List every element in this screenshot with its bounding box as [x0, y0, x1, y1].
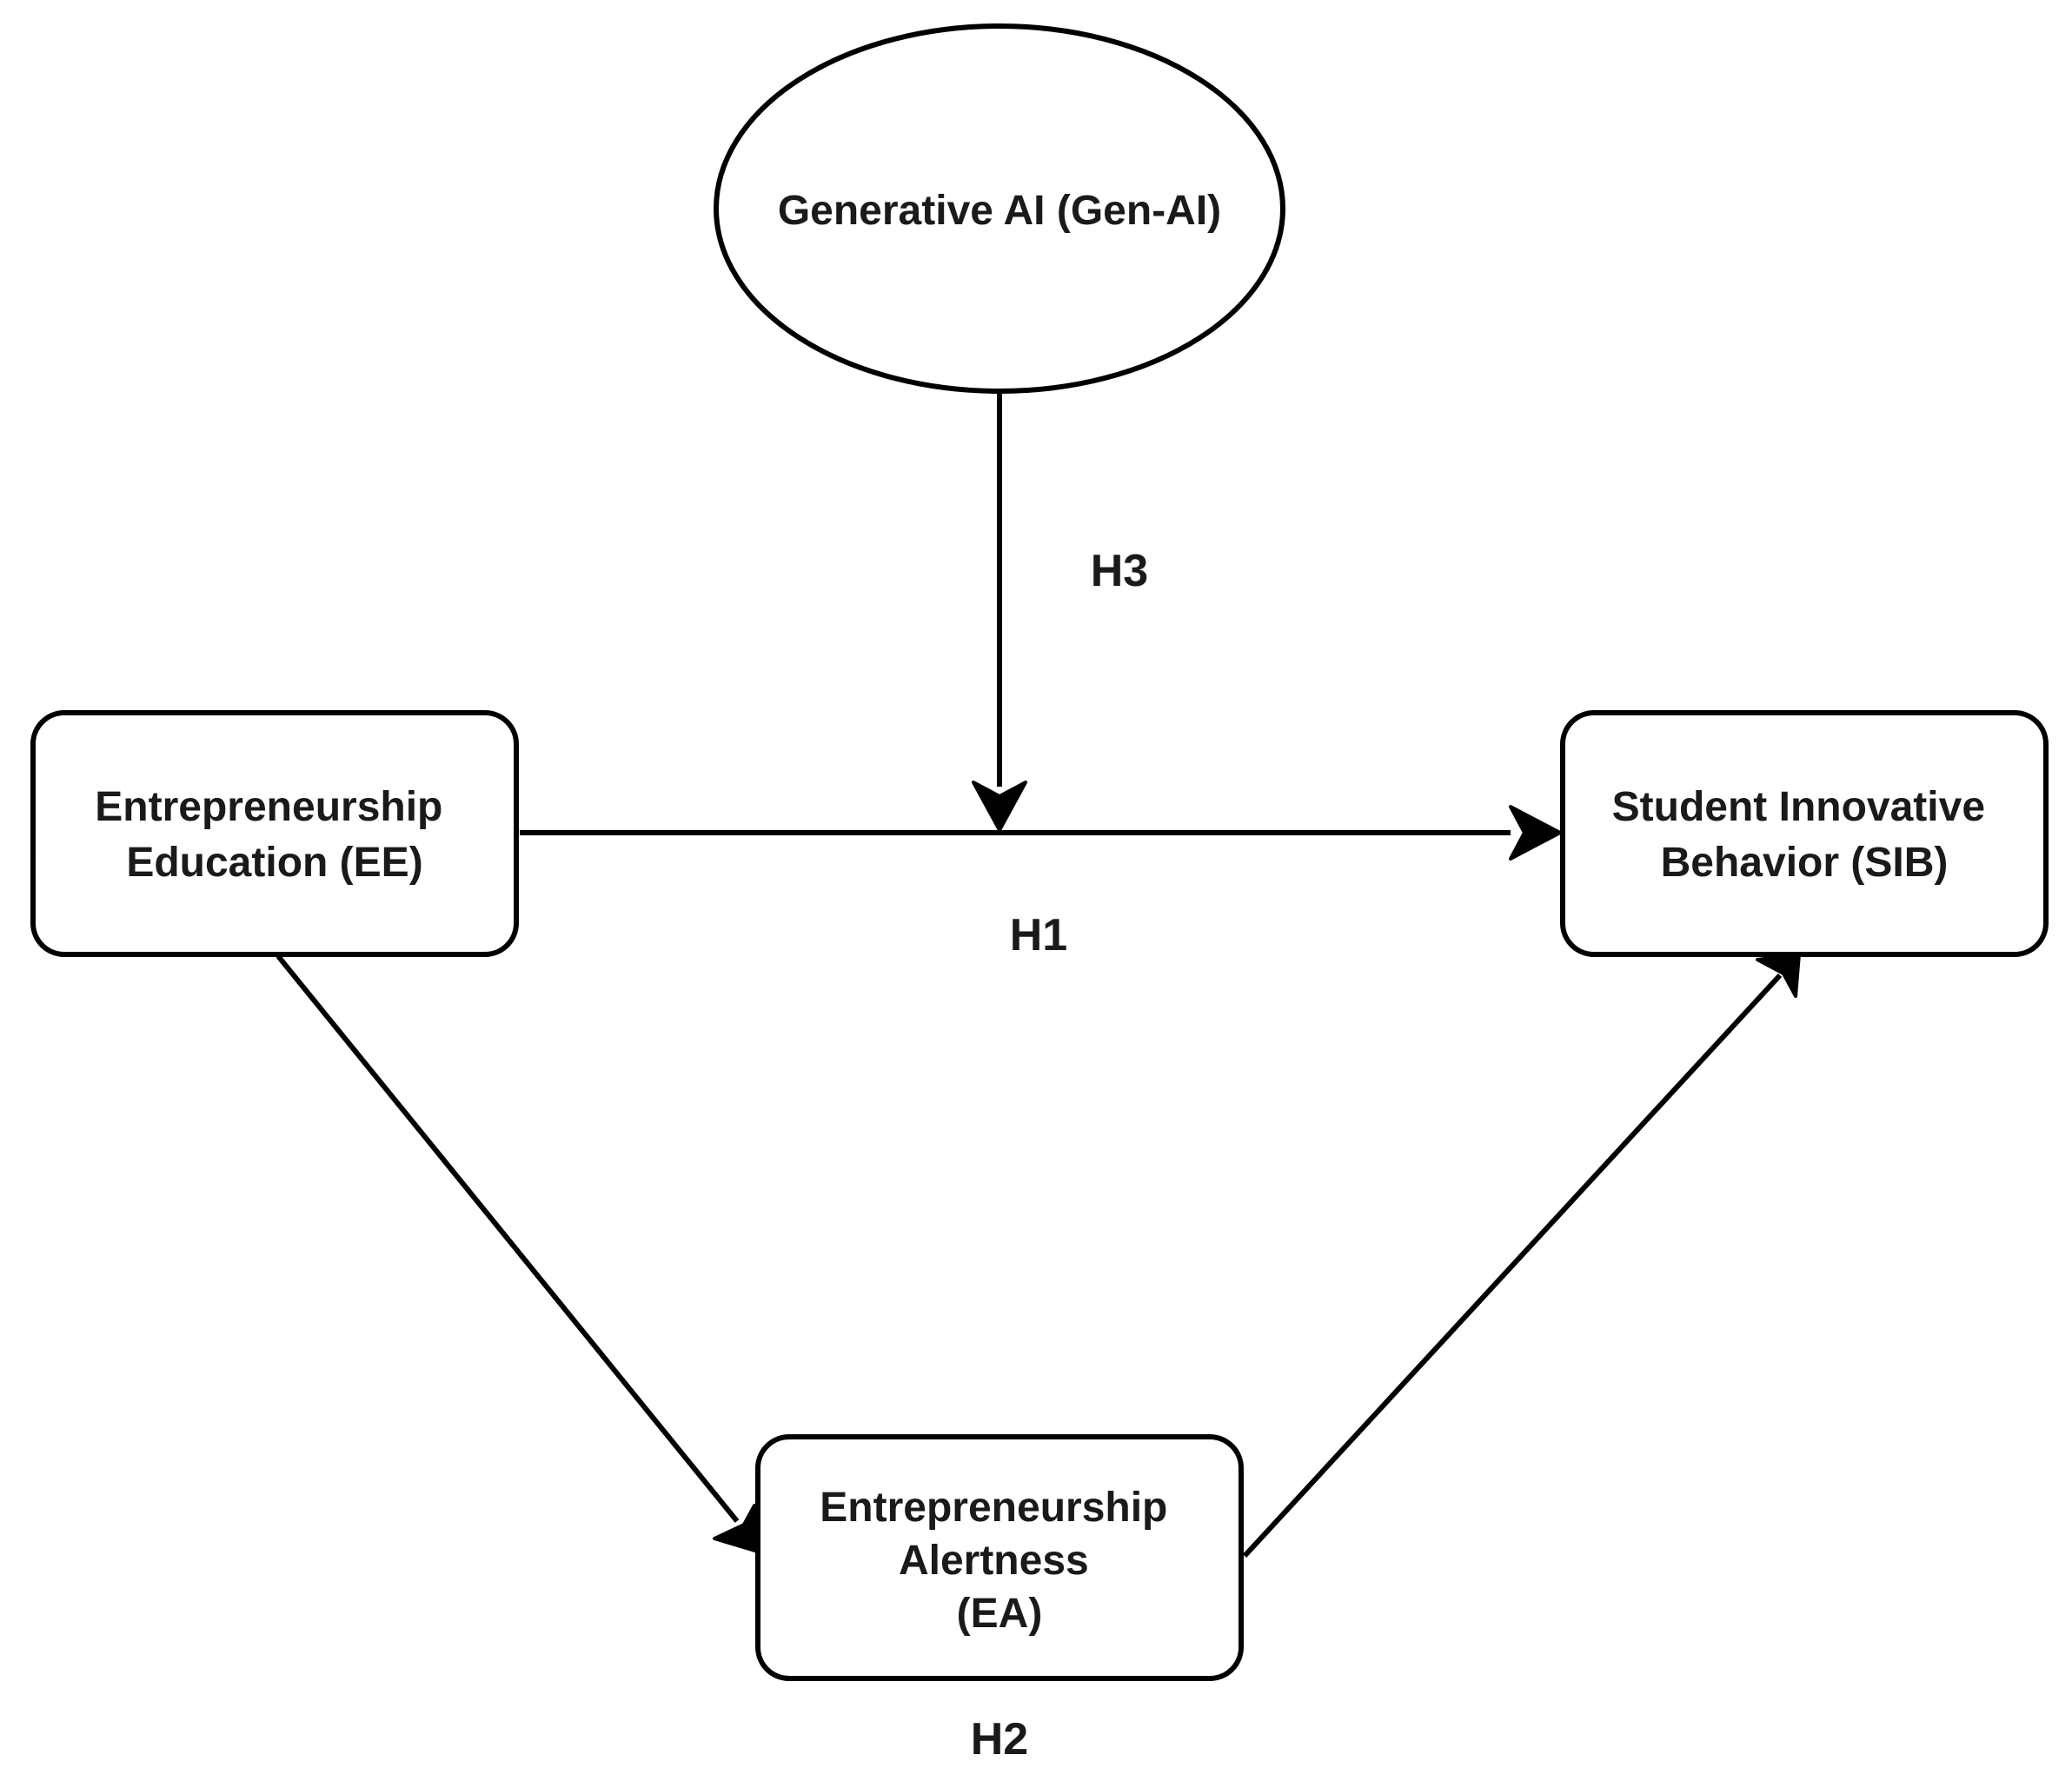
node-ea-line-1: Entrepreneurship [820, 1485, 1167, 1531]
node-ea-line-3: (EA) [957, 1591, 1043, 1637]
edge-ea-sib [1242, 953, 1801, 1559]
arrowhead-icon [713, 1504, 760, 1553]
edge-ee-ea [276, 954, 760, 1553]
node-ee-line-1: Entrepreneurship [95, 784, 442, 830]
label-h1: H1 [1010, 910, 1067, 960]
label-h3: H3 [1091, 546, 1148, 596]
svg-text:Entrepreneurship Educati: Entrepreneurship Education (EE) [95, 784, 454, 886]
node-entrepreneurship-education: Entrepreneurship Education (EE) [30, 710, 519, 957]
node-sib-line-1: Student Innovative [1612, 784, 1985, 830]
arrowhead-icon [1509, 805, 1562, 861]
svg-text:Student Innovative Behav: Student Innovative Behavior (SIB) [1612, 784, 1997, 886]
svg-text:Entrepreneurship Alertne: Entrepreneurship Alertness (EA) [820, 1485, 1179, 1637]
node-generative-ai-line-1: Generative AI (Gen-AI) [778, 188, 1221, 234]
node-generative-ai: Generative AI (Gen-AI) [714, 23, 1285, 394]
node-entrepreneurship-alertness: Entrepreneurship Alertness (EA) [755, 1434, 1244, 1681]
node-student-innovative-behavior: Student Innovative Behavior (SIB) [1560, 710, 2049, 957]
node-ea-line-2: Alertness [899, 1538, 1089, 1584]
edge-ee-sib [520, 805, 1562, 861]
edge-genai-moderation [972, 393, 1027, 832]
svg-text:Generative AI (Gen-AI): Generative AI (Gen-AI) [778, 188, 1221, 234]
node-sib-line-2: Behavior (SIB) [1661, 840, 1949, 886]
arrowhead-icon [972, 781, 1027, 832]
node-ee-line-2: Education (EE) [126, 840, 422, 886]
label-h2: H2 [971, 1714, 1028, 1765]
